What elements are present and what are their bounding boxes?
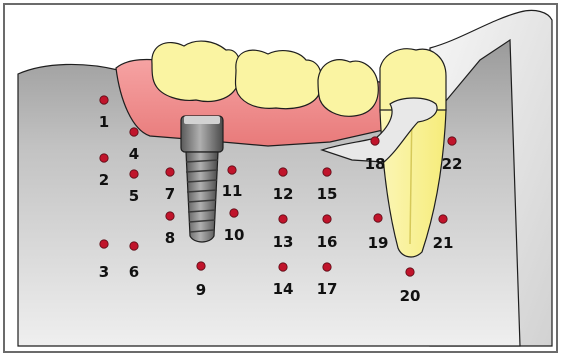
point-label-1: 1 (99, 113, 109, 131)
point-marker-12 (279, 168, 287, 176)
point-marker-20 (406, 268, 414, 276)
point-marker-13 (279, 215, 287, 223)
point-marker-22 (448, 137, 456, 145)
point-label-9: 9 (196, 281, 206, 299)
point-label-2: 2 (99, 171, 109, 189)
point-label-20: 20 (400, 287, 421, 305)
point-marker-16 (323, 215, 331, 223)
point-label-5: 5 (129, 187, 139, 205)
point-label-8: 8 (165, 229, 175, 247)
point-marker-18 (371, 137, 379, 145)
point-label-4: 4 (129, 145, 139, 163)
point-marker-1 (100, 96, 108, 104)
point-label-19: 19 (368, 234, 389, 252)
point-label-13: 13 (273, 233, 294, 251)
point-label-3: 3 (99, 263, 109, 281)
point-label-7: 7 (165, 185, 175, 203)
point-marker-19 (374, 214, 382, 222)
point-marker-4 (130, 128, 138, 136)
point-label-17: 17 (317, 280, 338, 298)
point-label-15: 15 (317, 185, 338, 203)
point-marker-21 (439, 215, 447, 223)
point-label-6: 6 (129, 263, 139, 281)
point-label-18: 18 (365, 155, 386, 173)
point-label-10: 10 (224, 226, 245, 244)
point-label-16: 16 (317, 233, 338, 251)
point-label-12: 12 (273, 185, 294, 203)
point-label-14: 14 (273, 280, 294, 298)
point-label-11: 11 (222, 182, 243, 200)
point-marker-15 (323, 168, 331, 176)
point-marker-10 (230, 209, 238, 217)
point-label-22: 22 (442, 155, 463, 173)
point-marker-14 (279, 263, 287, 271)
point-marker-6 (130, 242, 138, 250)
point-marker-5 (130, 170, 138, 178)
point-marker-17 (323, 263, 331, 271)
point-marker-9 (197, 262, 205, 270)
point-label-21: 21 (433, 234, 454, 252)
point-marker-11 (228, 166, 236, 174)
point-marker-2 (100, 154, 108, 162)
point-marker-3 (100, 240, 108, 248)
point-marker-7 (166, 168, 174, 176)
point-marker-8 (166, 212, 174, 220)
